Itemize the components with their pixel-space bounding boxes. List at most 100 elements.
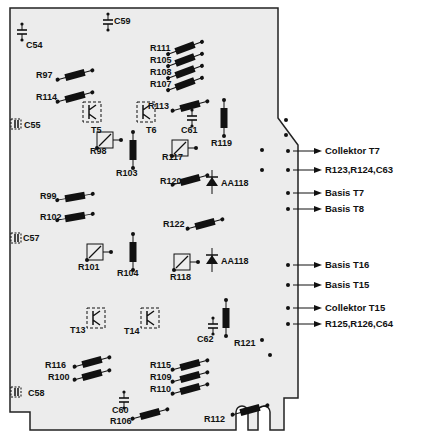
part-label: C54 xyxy=(26,40,43,50)
part-label: R113 xyxy=(148,101,169,111)
solder-pad xyxy=(286,191,290,195)
resistor-symbol xyxy=(72,353,112,370)
part-label: C62 xyxy=(197,334,214,344)
solder-pad xyxy=(284,118,288,122)
capacitor-symbol xyxy=(208,316,218,335)
part-label: C60 xyxy=(112,405,129,415)
capacitor-symbol xyxy=(187,108,197,127)
resistor-symbol xyxy=(55,88,95,105)
solder-pad xyxy=(286,168,290,172)
arrow-head xyxy=(314,148,322,154)
solder-pad xyxy=(286,149,290,153)
signal-name: R125,R126,C64 xyxy=(325,319,393,329)
part-label: AA118 xyxy=(221,178,249,188)
potentiometer-symbol xyxy=(85,244,113,262)
part-label: T14 xyxy=(124,326,140,336)
part-label: C61 xyxy=(181,125,198,135)
solder-pad xyxy=(268,353,272,357)
signal-name: Collektor T7 xyxy=(325,146,380,156)
transistor-symbol xyxy=(87,308,105,328)
resistor-symbol xyxy=(221,98,228,138)
part-label: R107 xyxy=(150,79,172,89)
resistor-symbol xyxy=(130,405,170,422)
resistor-symbol xyxy=(130,130,137,170)
resistor-symbol xyxy=(170,97,210,114)
transistor-symbol xyxy=(83,102,101,122)
resistor-symbol xyxy=(170,356,210,373)
leader-line xyxy=(293,193,316,194)
resistor-symbol xyxy=(170,380,210,397)
part-label: R112 xyxy=(204,414,225,424)
transistor-symbol xyxy=(141,308,159,328)
part-label: R108 xyxy=(150,67,172,77)
solder-pad xyxy=(286,283,290,287)
part-label: R109 xyxy=(150,372,172,382)
leader-line xyxy=(293,209,316,210)
part-label: R104 xyxy=(117,268,139,278)
resistor-symbol xyxy=(170,368,210,385)
electrolytic-capacitor-symbol xyxy=(11,233,21,243)
signal-name: Basis T16 xyxy=(325,260,369,270)
part-label: R118 xyxy=(170,272,191,282)
solder-pad xyxy=(286,306,290,310)
arrow-head xyxy=(314,167,322,173)
part-label: T13 xyxy=(70,325,86,335)
diode-symbol xyxy=(206,170,218,194)
signal-name: Basis T15 xyxy=(325,280,369,290)
electrolytic-capacitor-symbol xyxy=(11,387,21,397)
solder-pad xyxy=(284,133,288,137)
part-label: R115 xyxy=(150,360,171,370)
resistor-symbol xyxy=(223,298,230,338)
arrow-head xyxy=(314,190,322,196)
part-label: R119 xyxy=(211,138,232,148)
resistor-symbol xyxy=(72,366,112,383)
solder-pad xyxy=(286,322,290,326)
part-label: R117 xyxy=(162,152,183,162)
part-label: R103 xyxy=(116,168,138,178)
solder-pad xyxy=(260,338,264,342)
leader-line xyxy=(293,324,316,325)
part-label: C55 xyxy=(24,120,41,130)
arrow-head xyxy=(314,262,322,268)
part-label: R106 xyxy=(110,416,132,426)
solder-pad xyxy=(260,148,264,152)
part-label: R101 xyxy=(78,262,100,272)
signal-name: R123,R124,C63 xyxy=(325,165,393,175)
signal-name: Basis T7 xyxy=(325,188,364,198)
leader-line xyxy=(293,265,316,266)
resistor-symbol xyxy=(55,66,95,83)
electrolytic-capacitor-symbol xyxy=(11,119,21,129)
part-label: R99 xyxy=(40,191,57,201)
diode-symbol xyxy=(206,248,218,272)
part-label: R97 xyxy=(36,70,53,80)
part-label: AA118 xyxy=(221,256,249,266)
arrow-head xyxy=(314,282,322,288)
resistor-symbol xyxy=(230,401,270,418)
resistor-symbol xyxy=(55,190,96,204)
part-label: R98 xyxy=(90,146,107,156)
arrow-head xyxy=(314,305,322,311)
part-label: R120 xyxy=(160,176,182,186)
signal-name: Collektor T15 xyxy=(325,303,385,313)
part-label: T6 xyxy=(146,125,157,135)
part-label: R111 xyxy=(150,43,171,53)
resistor-symbol xyxy=(130,232,137,272)
components xyxy=(11,12,322,422)
leader-line xyxy=(293,151,316,152)
leader-line xyxy=(293,308,316,309)
solder-pad xyxy=(260,168,264,172)
signal-name: Basis T8 xyxy=(325,204,364,214)
part-label: R105 xyxy=(150,55,172,65)
solder-pad xyxy=(286,207,290,211)
arrow-head xyxy=(314,206,322,212)
part-label: C58 xyxy=(28,388,45,398)
capacitor-symbol xyxy=(103,12,113,31)
leader-line xyxy=(293,170,316,171)
part-label: C59 xyxy=(114,16,131,26)
part-label: C57 xyxy=(23,233,40,243)
leader-line xyxy=(293,285,316,286)
potentiometer-symbol xyxy=(172,254,200,272)
part-label: R110 xyxy=(150,384,171,394)
part-label: R116 xyxy=(45,360,66,370)
